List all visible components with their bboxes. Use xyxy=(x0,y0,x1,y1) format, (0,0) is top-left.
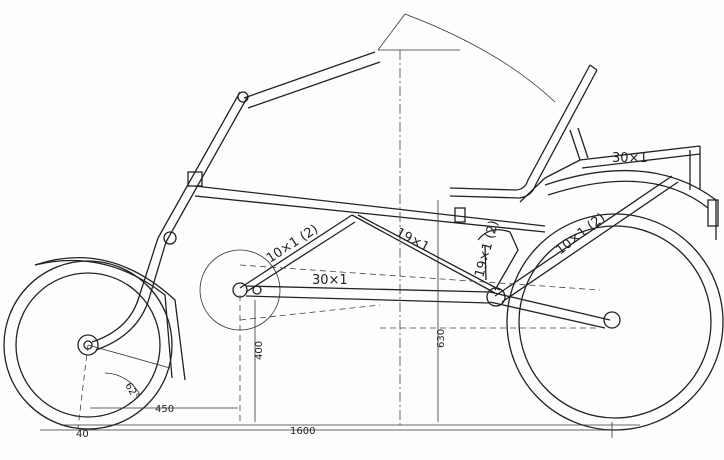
dimensions xyxy=(40,13,613,438)
label-seat-strut: 19×1 (2) xyxy=(472,219,502,279)
dim-seat-height: 630 xyxy=(436,329,447,348)
steering-assembly xyxy=(91,51,381,351)
label-rear-stay: 10×1 (2) xyxy=(553,210,608,258)
dim-front-offset: 450 xyxy=(155,404,174,415)
dim-head-angle: 62° xyxy=(122,381,140,402)
label-front-diagonal: 10×1 (2) xyxy=(264,222,321,266)
dim-trail: 40 xyxy=(76,429,89,440)
front-fender xyxy=(34,257,186,381)
label-rack-tube: 30×1 xyxy=(612,151,648,166)
dim-wheelbase: 1600 xyxy=(290,426,315,437)
label-mid-diagonal: 19×1 xyxy=(393,225,432,255)
dim-bb-height: 400 xyxy=(254,341,265,360)
rear-wheel xyxy=(506,169,724,431)
rack xyxy=(579,145,701,190)
frame xyxy=(194,175,679,329)
rear-fender xyxy=(544,169,717,240)
label-chain-stay: 30×1 xyxy=(312,273,348,288)
front-wheel xyxy=(3,257,186,430)
seat xyxy=(449,64,598,203)
